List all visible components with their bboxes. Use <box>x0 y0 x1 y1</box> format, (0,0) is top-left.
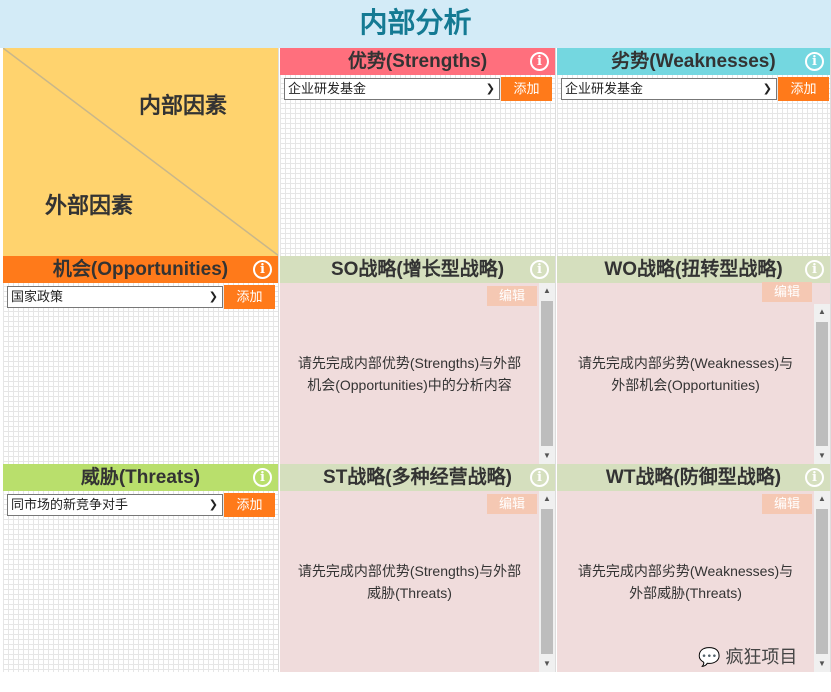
opportunities-add-button[interactable]: 添加 <box>224 285 275 309</box>
wo-edit-button[interactable]: 编辑 <box>762 282 812 302</box>
weaknesses-title: 劣势(Weaknesses) <box>611 51 776 72</box>
so-content: 请先完成内部优势(Strengths)与外部机会(Opportunities)中… <box>297 354 522 393</box>
chevron-down-icon: ❯ <box>762 83 772 95</box>
strengths-panel: 优势(Strengths) i 企业研发基金 ❯ 添加 <box>280 48 556 256</box>
diagonal-line <box>3 48 278 256</box>
strengths-add-button[interactable]: 添加 <box>501 77 552 101</box>
wt-header: WT战略(防御型战略) i <box>557 464 830 491</box>
info-icon[interactable]: i <box>530 468 549 487</box>
info-icon[interactable]: i <box>253 468 272 487</box>
watermark-text: 疯狂项目 <box>725 647 798 667</box>
scrollbar[interactable]: ▲▼ <box>814 491 830 672</box>
st-header: ST战略(多种经营战略) i <box>280 464 555 491</box>
weaknesses-select-value: 企业研发基金 <box>565 81 644 96</box>
info-icon[interactable]: i <box>530 52 549 71</box>
chevron-down-icon: ❯ <box>208 499 218 511</box>
opportunities-select[interactable]: 国家政策 ❯ <box>7 286 223 308</box>
strengths-select-value: 企业研发基金 <box>288 81 367 96</box>
info-icon[interactable]: i <box>805 468 824 487</box>
chevron-down-icon: ❯ <box>208 291 218 303</box>
so-header: SO战略(增长型战略) i <box>280 256 555 283</box>
threats-select-value: 同市场的新竞争对手 <box>11 497 129 512</box>
strengths-header: 优势(Strengths) i <box>280 48 555 75</box>
weaknesses-select[interactable]: 企业研发基金 ❯ <box>561 78 777 100</box>
threats-title: 威胁(Threats) <box>80 467 201 488</box>
internal-factors-label: 内部因素 <box>139 93 228 118</box>
external-factors-label: 外部因素 <box>45 193 134 218</box>
opportunities-select-value: 国家政策 <box>11 289 64 304</box>
weaknesses-panel: 劣势(Weaknesses) i 企业研发基金 ❯ 添加 <box>557 48 831 256</box>
wt-strategy-panel: WT战略(防御型战略) i 请先完成内部劣势(Weaknesses)与外部威胁(T… <box>557 464 831 672</box>
info-icon[interactable]: i <box>805 52 824 71</box>
chevron-down-icon: ❯ <box>485 83 495 95</box>
opportunities-title: 机会(Opportunities) <box>52 259 229 280</box>
threats-select[interactable]: 同市场的新竞争对手 ❯ <box>7 494 223 516</box>
wo-header: WO战略(扭转型战略) i <box>557 256 830 283</box>
wo-strategy-panel: WO战略(扭转型战略) i 请先完成内部劣势(Weaknesses)与外部机会(O… <box>557 256 831 464</box>
st-strategy-panel: ST战略(多种经营战略) i 请先完成内部优势(Strengths)与外部威胁(T… <box>280 464 556 672</box>
threats-add-button[interactable]: 添加 <box>224 493 275 517</box>
threats-header: 威胁(Threats) i <box>3 464 278 491</box>
st-content: 请先完成内部优势(Strengths)与外部威胁(Threats) <box>297 562 522 601</box>
weaknesses-header: 劣势(Weaknesses) i <box>557 48 830 75</box>
so-edit-button[interactable]: 编辑 <box>487 286 537 306</box>
wo-title: WO战略(扭转型战略) <box>604 259 783 280</box>
strengths-title: 优势(Strengths) <box>347 51 488 72</box>
scrollbar[interactable]: ▲▼ <box>539 491 555 672</box>
page-title: 内部分析 <box>0 0 831 48</box>
so-title: SO战略(增长型战略) <box>330 259 505 280</box>
threats-panel: 威胁(Threats) i 同市场的新竞争对手 ❯ 添加 <box>3 464 279 672</box>
st-edit-button[interactable]: 编辑 <box>487 494 537 514</box>
strengths-select[interactable]: 企业研发基金 ❯ <box>284 78 500 100</box>
weaknesses-add-button[interactable]: 添加 <box>778 77 829 101</box>
info-icon[interactable]: i <box>530 260 549 279</box>
wechat-icon: 💬 <box>698 647 721 667</box>
so-strategy-panel: SO战略(增长型战略) i 请先完成内部优势(Strengths)与外部机会(Op… <box>280 256 556 464</box>
opportunities-panel: 机会(Opportunities) i 国家政策 ❯ 添加 <box>3 256 279 464</box>
wt-title: WT战略(防御型战略) <box>605 467 782 488</box>
info-icon[interactable]: i <box>805 260 824 279</box>
scrollbar[interactable]: ▲▼ <box>539 283 555 464</box>
opportunities-header: 机会(Opportunities) i <box>3 256 278 283</box>
wo-content: 请先完成内部劣势(Weaknesses)与外部机会(Opportunities) <box>577 354 794 393</box>
wt-content: 请先完成内部劣势(Weaknesses)与外部威胁(Threats) <box>577 562 794 601</box>
info-icon[interactable]: i <box>253 260 272 279</box>
wt-edit-button[interactable]: 编辑 <box>762 494 812 514</box>
matrix-corner: 内部因素 外部因素 <box>3 48 279 256</box>
st-title: ST战略(多种经营战略) <box>323 467 512 488</box>
scrollbar[interactable]: ▲▼ <box>814 304 830 464</box>
watermark: 💬 疯狂项目 <box>698 643 797 669</box>
